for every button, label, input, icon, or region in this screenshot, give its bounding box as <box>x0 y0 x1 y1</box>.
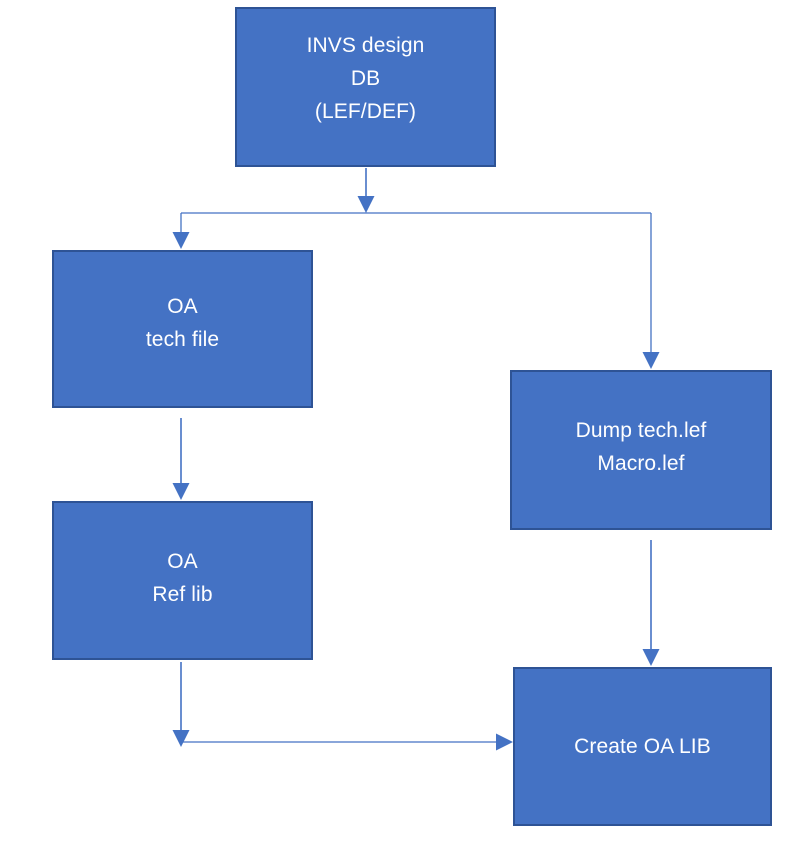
invs-design-db-line-2: DB <box>350 66 381 90</box>
oa-ref-lib-box[interactable]: OA Ref lib <box>52 501 313 660</box>
oa-ref-lib-line-2: Ref lib <box>152 582 213 606</box>
invs-design-db-line-3: (LEF/DEF) <box>314 99 417 123</box>
edge-dump-lef-to-create <box>642 540 660 666</box>
edge-ref-lib-to-create <box>172 662 513 751</box>
dump-lef-box[interactable]: Dump tech.lef Macro.lef <box>510 370 772 530</box>
invs-design-db-line-1: INVS design <box>306 33 425 57</box>
edge-fork-to-oa-tech <box>172 213 190 249</box>
oa-tech-file-line-1: OA <box>167 295 198 318</box>
edge-fork-to-dump-lef <box>642 213 660 369</box>
edge-invs-to-fork <box>357 168 375 213</box>
oa-tech-file-box[interactable]: OA tech file <box>52 250 313 408</box>
invs-design-db-box[interactable]: INVS design DB (LEF/DEF) <box>235 7 496 167</box>
edge-oa-tech-to-ref-lib <box>172 418 190 500</box>
oa-ref-lib-line-1: OA <box>167 549 198 573</box>
dump-lef-line-1: Dump tech.lef <box>575 419 707 442</box>
dump-lef-line-2: Macro.lef <box>597 452 685 475</box>
oa-tech-file-line-2: tech file <box>145 328 220 351</box>
create-oa-lib-box[interactable]: Create OA LIB <box>513 667 772 826</box>
create-oa-lib-line-1: Create OA LIB <box>574 735 711 758</box>
